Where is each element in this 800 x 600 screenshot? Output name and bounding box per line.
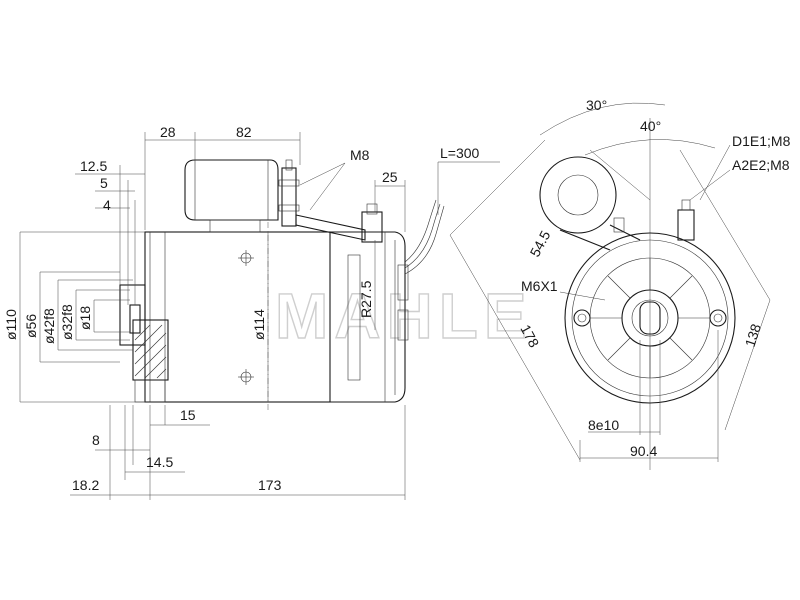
dim-82: 82 [236, 124, 252, 140]
mount-bolt-right [709, 309, 727, 327]
dim-28: 28 [160, 124, 176, 140]
dia-42f8: ø42f8 [41, 308, 57, 344]
wire-length-label: L=300 [440, 145, 480, 161]
flange-hatch [134, 324, 167, 379]
radius-27-5: R27.5 [358, 280, 374, 318]
dim-5: 5 [100, 175, 108, 191]
dim-12-5: 12.5 [80, 158, 107, 174]
dim-90-4: 90.4 [630, 443, 657, 459]
dim-18-2: 18.2 [72, 477, 99, 493]
dim-25: 25 [382, 169, 398, 185]
terminal-end [677, 209, 695, 241]
mount-bolt-left [573, 309, 591, 327]
dia-110: ø110 [3, 309, 19, 340]
shaft-spline [639, 301, 661, 335]
side-view: 28 82 12.5 5 4 M8 25 L=300 ø110 ø56 ø42f… [3, 124, 500, 500]
m8-callout: M8 [350, 147, 370, 163]
watermark-text: MAHLE [275, 280, 533, 352]
rear-end-cap [330, 231, 406, 403]
terminal-d1e1: D1E1;M8 [732, 133, 791, 149]
m6x1-callout: M6X1 [521, 278, 558, 294]
solenoid [184, 159, 279, 221]
dim-14-5: 14.5 [146, 454, 173, 470]
dia-32f8: ø32f8 [59, 304, 75, 340]
dia-114: ø114 [251, 309, 267, 340]
dim-138: 138 [742, 322, 765, 349]
dia-18: ø18 [77, 306, 93, 330]
terminal-stud [281, 167, 297, 227]
dim-4: 4 [103, 197, 111, 213]
angle-30: 30° [586, 97, 607, 113]
dim-15: 15 [180, 407, 196, 423]
angle-40: 40° [640, 118, 661, 134]
dim-8: 8 [92, 432, 100, 448]
bracket-arm [295, 214, 366, 241]
mount-hole-bottom [238, 369, 254, 385]
end-view: 30° 40° D1E1;M8 A2E2;M8 54.5 M6X1 178 13… [449, 97, 791, 470]
solenoid-end [539, 156, 617, 234]
angle-arc-30 [539, 102, 666, 136]
dim-54-5: 54.5 [527, 228, 554, 260]
dia-56: ø56 [23, 314, 39, 338]
mount-hole-top [238, 250, 254, 266]
housing-outer [564, 232, 736, 404]
dim-173: 173 [258, 477, 282, 493]
dim-8e10: 8e10 [588, 417, 619, 433]
terminal-a2e2: A2E2;M8 [732, 157, 790, 173]
vent-spokes [590, 258, 710, 378]
